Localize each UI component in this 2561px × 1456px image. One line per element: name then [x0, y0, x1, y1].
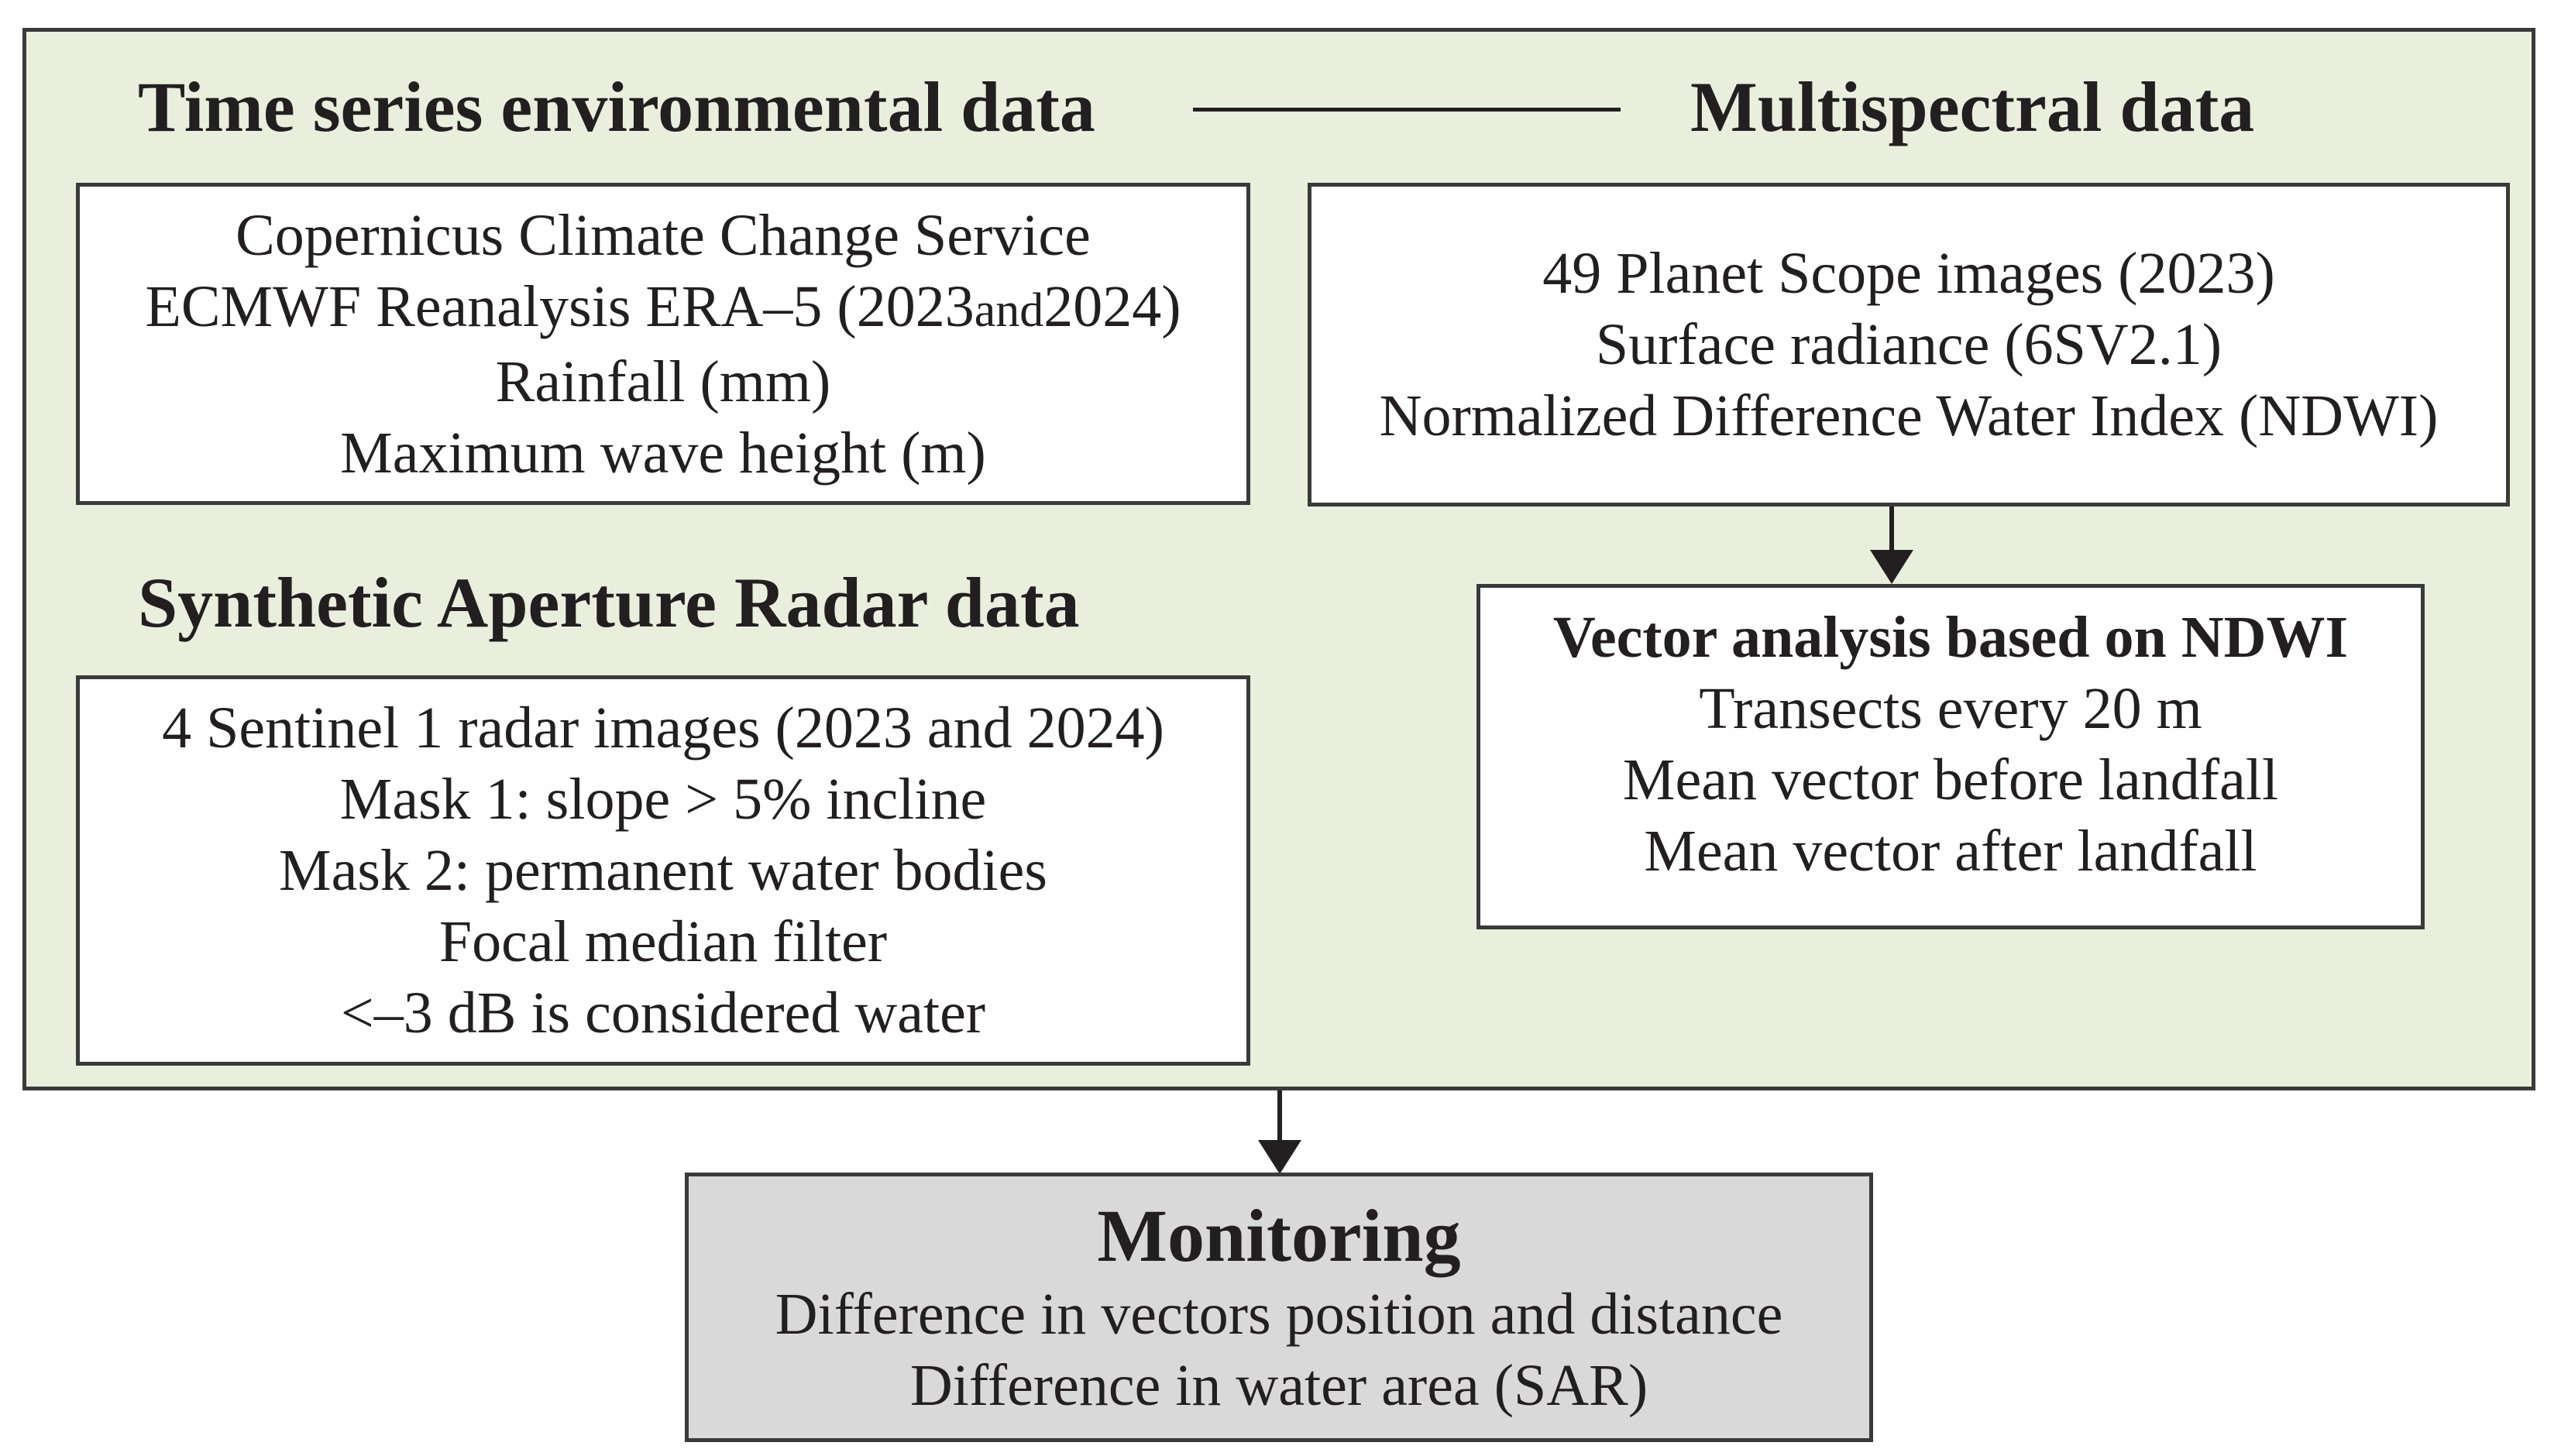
arrow-planet-to-vector	[1870, 507, 1913, 584]
sar-filter: Focal median filter	[438, 909, 888, 974]
climate-rainfall: Rainfall (mm)	[495, 349, 831, 414]
vector-analysis-box: Vector analysis based on NDWI Transects …	[1476, 584, 2425, 929]
monitoring-vectors: Difference in vectors position and dista…	[775, 1282, 1783, 1347]
climate-reanalysis: ECMWF Reanalysis ERA–5 (2023and2024)	[145, 271, 1181, 346]
multispectral-title: Multispectral data	[1690, 67, 2255, 146]
sar-mask-water: Mask 2: permanent water bodies	[279, 838, 1047, 903]
climate-reanalysis-post: 2024)	[1043, 273, 1181, 339]
monitoring-box: Monitoring Difference in vectors positio…	[685, 1173, 1873, 1442]
climate-data-box: Copernicus Climate Change Service ECMWF …	[76, 183, 1250, 505]
title-connector-line	[1193, 108, 1621, 112]
time-series-title: Time series environmental data	[138, 67, 1095, 146]
vector-before-landfall: Mean vector before landfall	[1622, 747, 2279, 812]
planet-scope-box: 49 Planet Scope images (2023) Surface ra…	[1308, 183, 2510, 507]
sar-title: Synthetic Aperture Radar data	[138, 563, 1080, 642]
climate-source: Copernicus Climate Change Service	[235, 202, 1091, 268]
sar-threshold: <–3 dB is considered water	[340, 980, 986, 1046]
sar-mask-slope: Mask 1: slope > 5% incline	[339, 767, 987, 832]
sar-data-box: 4 Sentinel 1 radar images (2023 and 2024…	[76, 675, 1250, 1066]
vector-after-landfall: Mean vector after landfall	[1644, 819, 2257, 884]
climate-reanalysis-and: and	[974, 283, 1044, 337]
vector-analysis-title: Vector analysis based on NDWI	[1552, 605, 2349, 670]
arrow-inputs-to-monitoring	[1258, 1090, 1301, 1174]
climate-wave-height: Maximum wave height (m)	[340, 420, 986, 486]
planet-ndwi: Normalized Difference Water Index (NDWI)	[1379, 383, 2439, 448]
monitoring-title: Monitoring	[1097, 1194, 1461, 1277]
planet-radiance: Surface radiance (6SV2.1)	[1595, 312, 2222, 377]
sar-images: 4 Sentinel 1 radar images (2023 and 2024…	[162, 695, 1164, 761]
monitoring-water-area: Difference in water area (SAR)	[909, 1353, 1648, 1418]
vector-transects: Transects every 20 m	[1699, 676, 2202, 741]
climate-reanalysis-pre: ECMWF Reanalysis ERA–5 (2023	[145, 273, 975, 339]
planet-images: 49 Planet Scope images (2023)	[1542, 241, 2275, 306]
